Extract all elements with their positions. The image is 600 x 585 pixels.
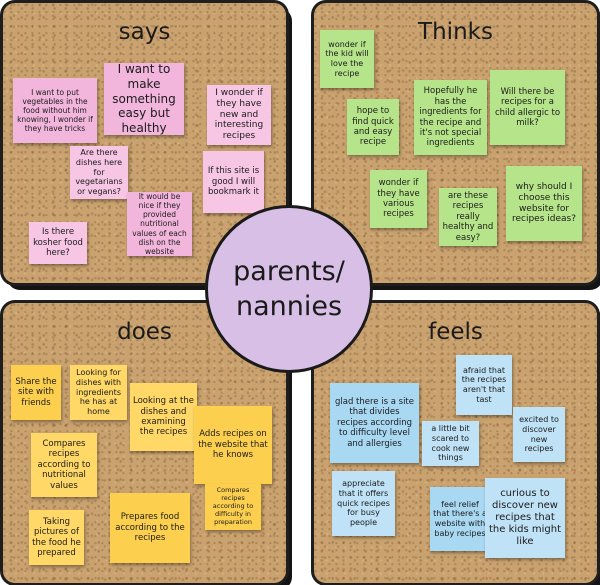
feels-board: feels afraid that the recipes aren't tha…	[314, 303, 597, 583]
sticky-note[interactable]: wonder if they have various recipes	[370, 170, 427, 228]
sticky-note[interactable]: glad there is a site that divides recipe…	[330, 383, 419, 463]
thinks-title: Thinks	[418, 19, 493, 45]
sticky-note[interactable]: Adds recipes on the website that he know…	[194, 406, 272, 484]
persona-circle: parents/ nannies	[205, 205, 373, 373]
says-board: says I want to put vegetables in the foo…	[3, 3, 286, 283]
sticky-note[interactable]: Share the site with friends	[11, 365, 61, 420]
says-title: says	[118, 19, 171, 45]
sticky-note[interactable]: Looking for dishes with ingredients he h…	[70, 365, 127, 420]
sticky-note[interactable]: Compares recipes according to nutritiona…	[31, 433, 97, 497]
sticky-note[interactable]: curious to discover new recipes that the…	[485, 478, 565, 558]
sticky-note[interactable]: If this site is good I will bookmark it	[203, 151, 264, 213]
thinks-board: Thinks wonder if the kid will love the r…	[314, 3, 597, 283]
sticky-note[interactable]: are these recipes really healthy and eas…	[439, 188, 497, 246]
sticky-note[interactable]: I wonder if they have new and interestin…	[207, 85, 271, 145]
sticky-note[interactable]: hope to find quick and easy recipe	[347, 99, 399, 155]
feels-title: feels	[428, 319, 483, 345]
sticky-note[interactable]: Is there kosher food here?	[29, 222, 87, 264]
sticky-note[interactable]: Looking at the dishes and examining the …	[130, 383, 197, 451]
sticky-note[interactable]: I want to make something easy but health…	[104, 62, 184, 135]
sticky-note[interactable]: Compares recipes according to difficulty…	[205, 484, 261, 530]
sticky-note[interactable]: appreciate that it offers quick recipes …	[332, 471, 395, 536]
sticky-note[interactable]: excited to discover new recipes	[513, 407, 565, 462]
sticky-note[interactable]: Hopefully he has the ingredients for the…	[414, 80, 487, 155]
sticky-note[interactable]: Will there be recipes for a child allerg…	[490, 70, 565, 145]
sticky-note[interactable]: I want to put vegetables in the food wit…	[13, 78, 97, 143]
sticky-note[interactable]: wonder if the kid will love the recipe	[320, 30, 374, 88]
sticky-note[interactable]: why should I choose this website for rec…	[506, 166, 582, 241]
sticky-note[interactable]: Are there dishes here for vegetarians or…	[70, 146, 128, 199]
does-board: does Share the site with friends Looking…	[3, 303, 286, 583]
sticky-note[interactable]: Prepares food according to the recipes	[110, 493, 190, 563]
sticky-note[interactable]: feel relief that there's a website with …	[430, 487, 490, 551]
sticky-note[interactable]: Taking pictures of the food he prepared	[29, 510, 84, 565]
sticky-note[interactable]: a little bit scared to cook new things	[422, 421, 479, 466]
sticky-note[interactable]: It would be nice if they provided nutrit…	[127, 192, 192, 256]
sticky-note[interactable]: afraid that the recipes aren't that tast	[456, 355, 512, 415]
does-title: does	[117, 319, 172, 345]
